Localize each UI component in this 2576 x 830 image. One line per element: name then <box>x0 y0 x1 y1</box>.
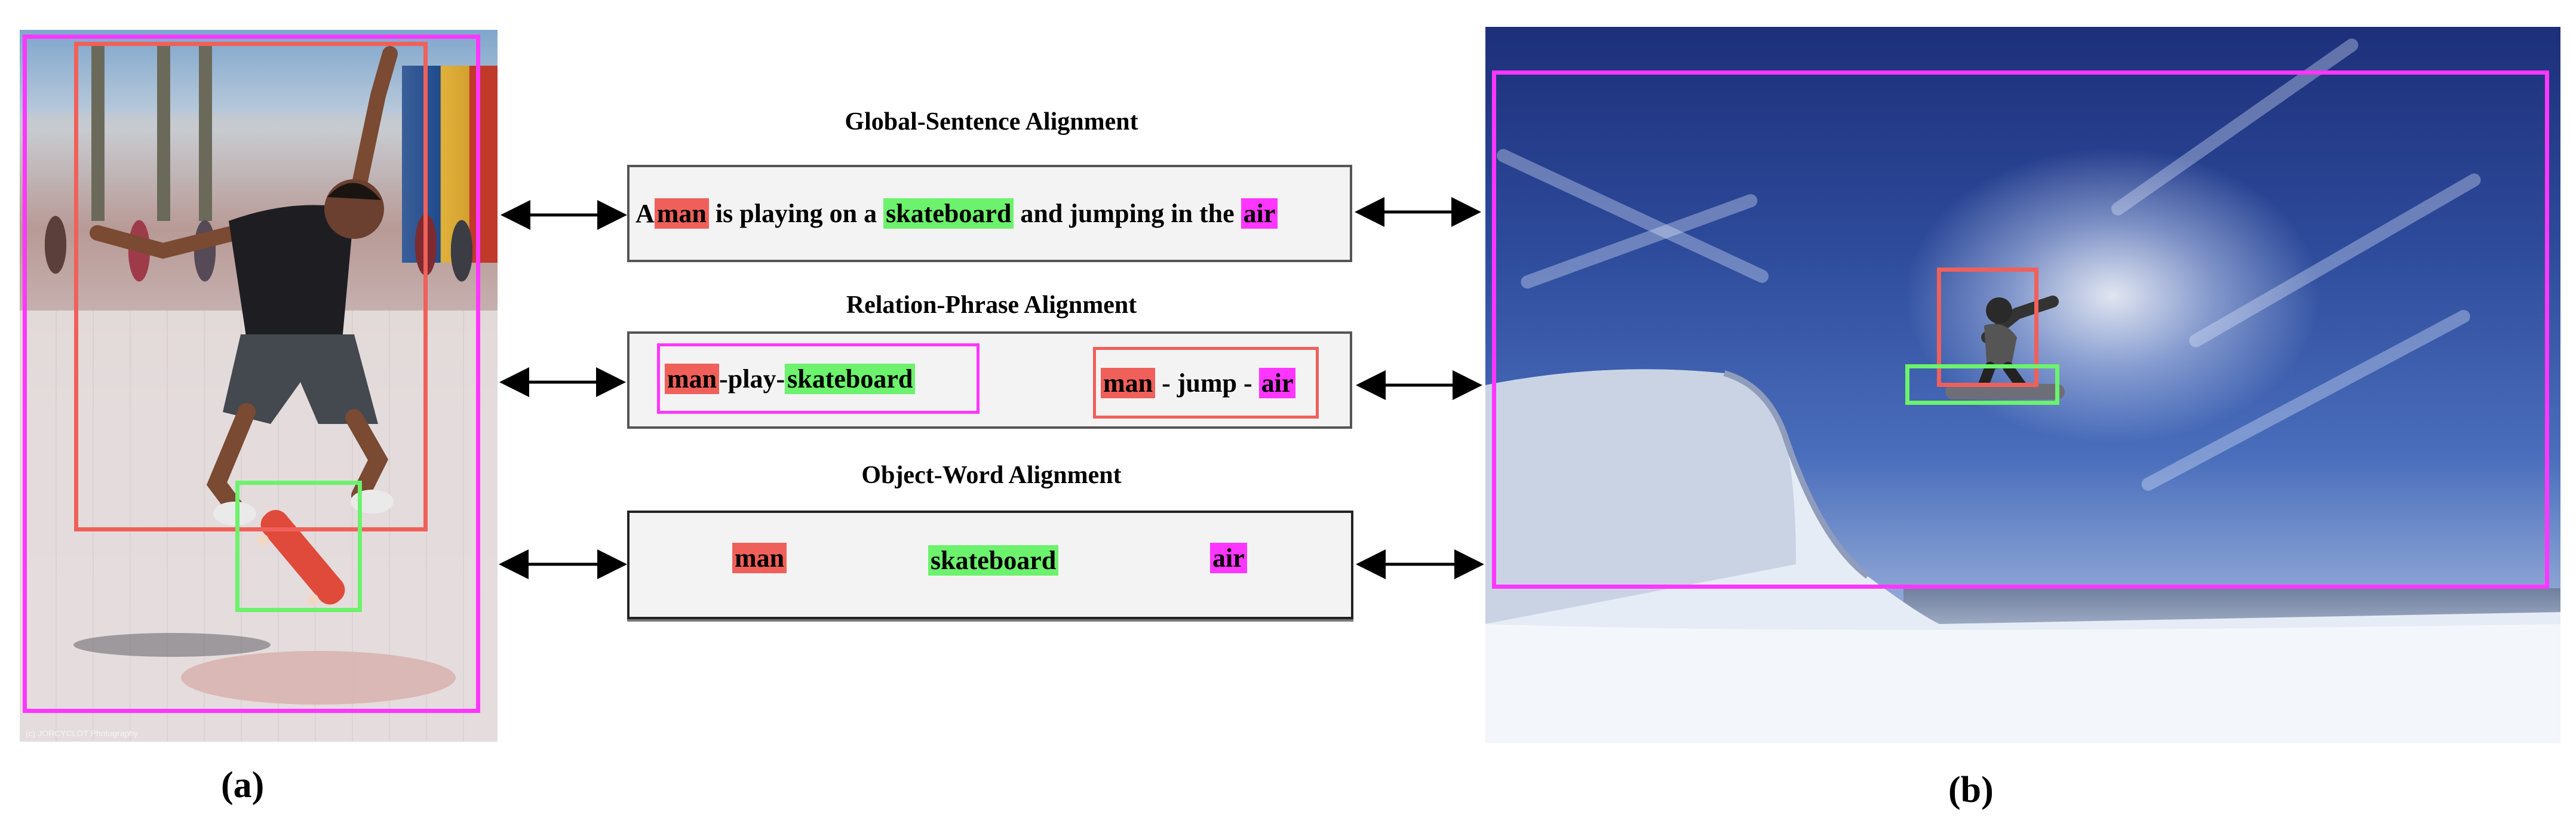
bbox-man-b <box>1937 268 2038 387</box>
bbox-snowboard-b <box>1905 364 2059 405</box>
global-sentence-title: Global-Sentence Alignment <box>845 108 1138 136</box>
skater-figure <box>90 46 398 606</box>
phrase-subject-man: man <box>1101 367 1156 398</box>
phrase-object-skateboard: skateboard <box>785 363 916 394</box>
phrase-object-air: air <box>1258 367 1296 398</box>
object-word-skateboard: skateboard <box>928 545 1059 576</box>
object-word-man: man <box>732 543 787 573</box>
phrase-relation-play: -play- <box>719 364 785 394</box>
sentence-part: and jumping in the <box>1014 199 1241 228</box>
object-word-air: air <box>1210 543 1247 573</box>
phrase-man-play-skateboard: man -play- skateboard <box>657 343 980 414</box>
phrase-man-jump-air: man - jump - air <box>1093 347 1319 419</box>
relation-phrase-panel: man -play- skateboard man - jump - air <box>627 331 1352 429</box>
bbox-man-a <box>74 42 428 531</box>
panel-divider <box>627 617 1353 619</box>
word-air-highlight: air <box>1241 198 1278 229</box>
bbox-air-b <box>1492 70 2549 589</box>
caption-a: (a) <box>221 765 265 806</box>
phrase-subject-man: man <box>665 363 720 394</box>
photo-credit: (c) JORCYCLOT Photography <box>26 728 139 738</box>
relation-phrase-title: Relation-Phrase Alignment <box>846 291 1137 319</box>
phrase-relation-jump: - jump - <box>1155 368 1259 398</box>
panel-bottom-border <box>627 619 1353 622</box>
word-skateboard-highlight: skateboard <box>883 198 1014 229</box>
object-word-title: Object-Word Alignment <box>861 462 1122 489</box>
skater-shadow <box>73 633 271 657</box>
object-word-panel: man skateboard air <box>627 511 1353 619</box>
bbox-air-a <box>23 35 480 713</box>
manhole-cover <box>181 651 456 705</box>
sentence-part: is playing on a <box>708 199 884 228</box>
snow-landscape <box>1485 296 2560 743</box>
caption-b: (b) <box>1948 770 1994 810</box>
word-man-highlight: man <box>654 198 709 229</box>
bbox-skateboard-a <box>235 481 362 612</box>
global-sentence-panel: A man is playing on a skateboard and jum… <box>627 165 1352 262</box>
sentence-part: A <box>635 199 655 228</box>
global-sentence: A man is playing on a skateboard and jum… <box>635 167 1278 260</box>
